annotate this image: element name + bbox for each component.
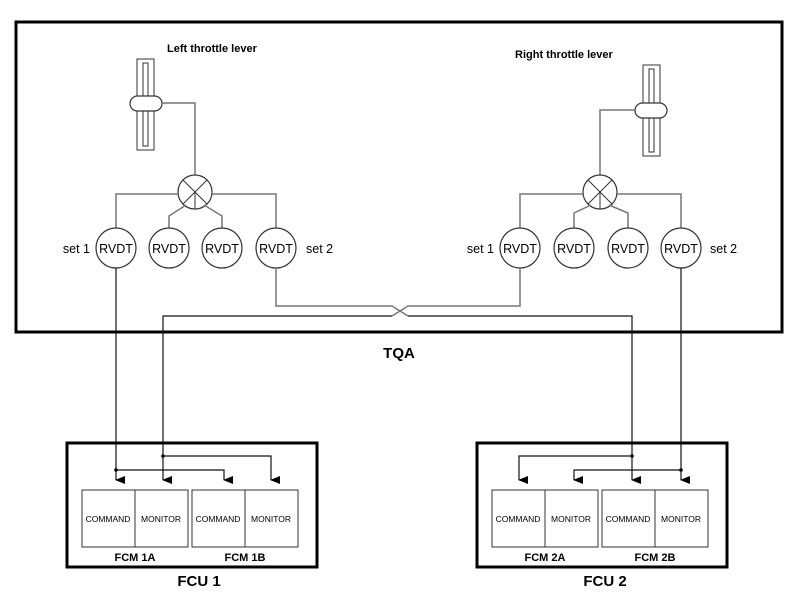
left-lever-link — [162, 102, 196, 175]
right-link-set1 — [519, 193, 583, 228]
left-mixer-icon — [177, 174, 213, 210]
left-rvdt-3: RVDT — [201, 227, 243, 269]
left-rvdt-set1: RVDT — [95, 227, 137, 269]
left-throttle-lever-label: Left throttle lever — [167, 43, 258, 55]
right-rvdt-2: RVDT — [553, 227, 595, 269]
fcm1a-label: FCM 1A — [115, 552, 156, 564]
left-rvdt-2: RVDT — [148, 227, 190, 269]
fcu2-label: FCU 2 — [583, 573, 626, 590]
fcu1-label: FCU 1 — [177, 573, 220, 590]
fcu1-cmd-branch — [116, 469, 233, 484]
fcm1b-label: FCM 1B — [225, 552, 266, 564]
left-rvdt-set2: RVDT — [255, 227, 297, 269]
fcm2a-label: FCM 2A — [525, 552, 566, 564]
svg-text:RVDT: RVDT — [611, 242, 645, 256]
right-lever-link — [599, 109, 635, 175]
right-set1-label: set 1 — [467, 242, 494, 256]
right-set1-to-fcu1-line — [162, 315, 392, 484]
svg-text:RVDT: RVDT — [557, 242, 591, 256]
tqa-box — [14, 20, 784, 334]
left-set2-crossover-line — [275, 268, 409, 317]
right-throttle-lever-icon[interactable] — [634, 64, 668, 157]
svg-text:RVDT: RVDT — [664, 242, 698, 256]
left-set2-to-fcu2-line — [408, 315, 641, 484]
fcu2-mon-branch — [573, 469, 681, 484]
left-throttle-lever-icon[interactable] — [129, 58, 163, 151]
left-set2-label: set 2 — [306, 242, 333, 256]
fcu2-box — [475, 441, 729, 569]
right-set2-label: set 2 — [710, 242, 737, 256]
svg-text:RVDT: RVDT — [503, 242, 537, 256]
svg-text:RVDT: RVDT — [152, 242, 186, 256]
right-rvdt-set1: RVDT — [499, 227, 541, 269]
fcm-2b: COMMAND MONITOR — [601, 489, 709, 548]
fcm2b-monitor: MONITOR — [661, 514, 701, 524]
right-throttle-lever-label: Right throttle lever — [515, 49, 614, 61]
fcu1-mon-branch — [163, 455, 280, 484]
left-link-rvdt2 — [168, 204, 187, 228]
fcm1a-command: COMMAND — [86, 514, 131, 524]
left-link-set1 — [115, 193, 178, 228]
left-link-rvdt3 — [203, 204, 223, 228]
fcm1a-monitor: MONITOR — [141, 514, 181, 524]
right-rvdt-set2: RVDT — [660, 227, 702, 269]
fcm-2a: COMMAND MONITOR — [491, 489, 599, 548]
right-mixer-icon — [582, 174, 618, 210]
fcm2a-command: COMMAND — [496, 514, 541, 524]
fcm2a-monitor: MONITOR — [551, 514, 591, 524]
right-link-set2 — [617, 193, 682, 228]
right-link-rvdt3 — [608, 204, 629, 228]
fcm2b-label: FCM 2B — [635, 552, 676, 564]
fcm-1a: COMMAND MONITOR — [81, 489, 189, 548]
right-set1-crossover-line — [391, 268, 521, 317]
right-link-rvdt2 — [573, 204, 592, 228]
fcm1b-monitor: MONITOR — [251, 514, 291, 524]
fcm-1b: COMMAND MONITOR — [191, 489, 299, 548]
fcm2b-command: COMMAND — [606, 514, 651, 524]
fcu2-cmd-branch — [518, 455, 632, 484]
left-set1-label: set 1 — [63, 242, 90, 256]
tqa-label: TQA — [383, 345, 415, 362]
right-rvdt-3: RVDT — [607, 227, 649, 269]
fcu1-box — [65, 441, 319, 569]
left-link-set2 — [212, 193, 277, 228]
svg-text:RVDT: RVDT — [99, 242, 133, 256]
svg-text:RVDT: RVDT — [205, 242, 239, 256]
svg-text:RVDT: RVDT — [259, 242, 293, 256]
fcm1b-command: COMMAND — [196, 514, 241, 524]
